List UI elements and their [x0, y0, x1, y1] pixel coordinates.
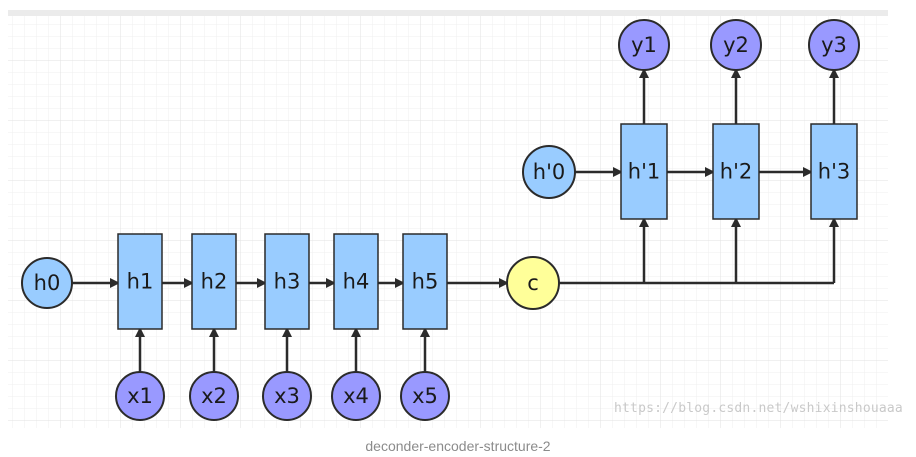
node-h0: h0: [21, 257, 73, 309]
node-x3-label: x3: [274, 384, 300, 408]
node-x1: x1: [115, 371, 165, 421]
node-y3-circle: [808, 19, 860, 71]
cell-h2-label: h2: [201, 270, 228, 294]
cell-h-prime-2-box: [712, 123, 760, 220]
node-h0-label: h0: [34, 271, 61, 295]
node-x2-circle: [189, 371, 239, 421]
cell-h3-box: [264, 233, 310, 330]
nodes-layer: h0 h1 h2 h3 h4 h5 x1 x2 x3 x4 x5 c h'0 h'1 h'2 h'3 y1 y2 y…: [21, 19, 860, 421]
node-x2-label: x2: [201, 384, 227, 408]
cell-h-prime-2: h'2: [712, 123, 760, 220]
node-c-label: c: [527, 271, 539, 295]
cell-h3: h3: [264, 233, 310, 330]
edges-layer: [72, 68, 839, 372]
cell-h4-label: h4: [343, 270, 370, 294]
node-y2-label: y2: [723, 33, 749, 57]
node-h-prime-0: h'0: [522, 145, 576, 199]
cell-h-prime-1: h'1: [620, 123, 668, 220]
node-x5-label: x5: [412, 384, 438, 408]
seq2seq-diagram: h0 h1 h2 h3 h4 h5 x1 x2 x3 x4 x5 c h'0 h'1 h'2 h'3 y1 y2 y…: [8, 10, 888, 428]
node-h-prime-0-circle: [522, 145, 576, 199]
cell-h3-label: h3: [274, 270, 301, 294]
node-y2-circle: [710, 19, 762, 71]
node-x1-label: x1: [127, 384, 153, 408]
cell-h-prime-2-label: h'2: [720, 160, 752, 184]
cell-h-prime-1-box: [620, 123, 668, 220]
node-x4-label: x4: [343, 384, 369, 408]
node-x2: x2: [189, 371, 239, 421]
node-x3-circle: [262, 371, 312, 421]
node-y1-circle: [618, 19, 670, 71]
figure-caption: deconder-encoder-structure-2: [365, 438, 551, 454]
node-x3: x3: [262, 371, 312, 421]
node-x5: x5: [400, 371, 450, 421]
cell-h1-box: [117, 233, 163, 330]
node-x4: x4: [331, 371, 381, 421]
node-c-circle: [506, 256, 560, 310]
node-y2: y2: [710, 19, 762, 71]
node-y1-label: y1: [631, 33, 657, 57]
cell-h2: h2: [191, 233, 237, 330]
cell-h5-label: h5: [412, 270, 439, 294]
node-x5-circle: [400, 371, 450, 421]
cell-h1-label: h1: [127, 270, 154, 294]
node-x4-circle: [331, 371, 381, 421]
node-h0-circle: [21, 257, 73, 309]
node-y3: y3: [808, 19, 860, 71]
cell-h5-box: [402, 233, 448, 330]
node-h-prime-0-label: h'0: [533, 160, 565, 184]
cell-h4-box: [333, 233, 379, 330]
node-c: c: [506, 256, 560, 310]
cell-h5: h5: [402, 233, 448, 330]
cell-h2-box: [191, 233, 237, 330]
cell-h-prime-3-label: h'3: [818, 160, 850, 184]
node-y3-label: y3: [821, 33, 847, 57]
node-y1: y1: [618, 19, 670, 71]
node-x1-circle: [115, 371, 165, 421]
top-border-bar: [8, 10, 888, 16]
cell-h4: h4: [333, 233, 379, 330]
cell-h1: h1: [117, 233, 163, 330]
watermark-url: https://blog.csdn.net/wshixinshouaaa: [614, 401, 903, 416]
cell-h-prime-3-box: [810, 123, 858, 220]
cell-h-prime-1-label: h'1: [628, 160, 660, 184]
cell-h-prime-3: h'3: [810, 123, 858, 220]
